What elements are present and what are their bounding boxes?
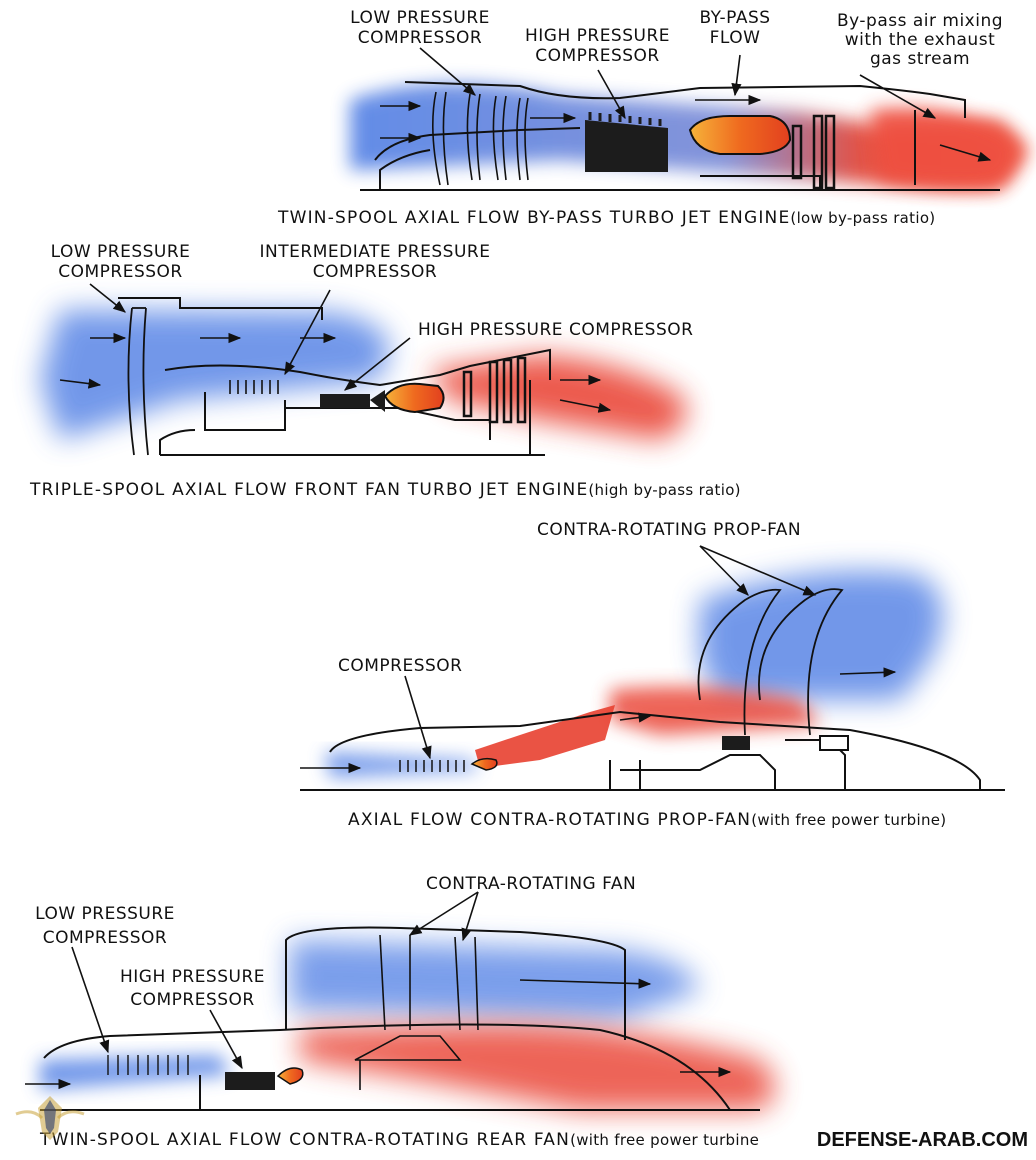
label-line: By-pass air mixing <box>836 11 1004 31</box>
label-line: COMPRESSOR <box>338 656 463 676</box>
label-line: COMPRESSOR <box>357 28 483 48</box>
caption-note: (high by-pass ratio) <box>588 481 741 499</box>
label-e2-ip-compressor: INTERMEDIATE PRESSURE COMPRESSOR <box>250 242 500 282</box>
engine-4-flow-arrows <box>25 978 732 1090</box>
label-line: INTERMEDIATE PRESSURE <box>259 242 491 262</box>
engine-1-twin-spool-bypass <box>350 81 1030 191</box>
caption-text: TWIN-SPOOL AXIAL FLOW BY-PASS TURBO JET … <box>278 208 791 228</box>
engine-1-turbines <box>791 114 836 190</box>
label-e2-lp-compressor: LOW PRESSURE COMPRESSOR <box>38 242 203 282</box>
engine-4-combustion-chamber <box>276 1067 304 1085</box>
label-line: CONTRA-ROTATING FAN <box>426 874 637 894</box>
label-e3-compressor: COMPRESSOR <box>338 656 463 676</box>
label-e2-hp-compressor: HIGH PRESSURE COMPRESSOR <box>418 320 693 340</box>
caption-text: TWIN-SPOOL AXIAL FLOW CONTRA-ROTATING RE… <box>40 1130 571 1150</box>
caption-note: (with free power turbine <box>570 1131 760 1149</box>
label-line: FLOW <box>709 28 761 48</box>
label-line: LOW PRESSURE <box>50 242 191 262</box>
engine-3-hubs <box>722 735 849 751</box>
engine-2-fan-blade <box>127 307 149 456</box>
label-e1-bypass-flow: BY-PASS FLOW <box>690 8 780 48</box>
engine-1-combustion-chamber <box>688 115 792 155</box>
label-line: CONTRA-ROTATING PROP-FAN <box>537 520 802 540</box>
engine-2-turbines <box>462 356 527 424</box>
caption-engine-1: TWIN-SPOOL AXIAL FLOW BY-PASS TURBO JET … <box>278 208 935 228</box>
engine-3-propfan-blades <box>697 588 844 736</box>
engine-1-flow-arrows <box>380 94 992 162</box>
engine-4-casing <box>40 926 760 1111</box>
label-line: LOW PRESSURE <box>35 904 175 924</box>
label-line: COMPRESSOR <box>42 928 168 948</box>
label-e3-propfan: CONTRA-ROTATING PROP-FAN <box>537 520 801 540</box>
label-line: gas stream <box>869 49 971 69</box>
label-line: HIGH PRESSURE <box>119 967 266 987</box>
label-line: HIGH PRESSURE COMPRESSOR <box>418 320 694 340</box>
engine-1-airflow-shading <box>350 83 1030 190</box>
label-line: BY-PASS <box>699 8 771 28</box>
label-line: with the exhaust <box>844 30 996 50</box>
engine-3-casing <box>300 710 1005 791</box>
engine-4-lp-compressor <box>107 1055 189 1075</box>
engine-4-power-turbine <box>354 1035 462 1090</box>
caption-engine-2: TRIPLE-SPOOL AXIAL FLOW FRONT FAN TURBO … <box>30 480 741 500</box>
engine-2-ip-compressor <box>229 380 279 394</box>
engine-4-rear-fan <box>25 926 775 1111</box>
label-e4-lp-compressor: LOW PRESSURE COMPRESSOR <box>20 902 190 950</box>
engine-1-casing <box>360 81 1000 191</box>
engine-2-hp-compressor <box>320 390 385 412</box>
label-line: LOW PRESSURE <box>350 8 490 28</box>
engine-4-hp-compressor <box>225 1072 275 1090</box>
engine-3-flow-arrows <box>300 667 897 774</box>
label-e4-hp-compressor: HIGH PRESSURE COMPRESSOR <box>110 966 275 1012</box>
caption-note: (low by-pass ratio) <box>790 209 936 227</box>
label-e1-bypass-mixing: By-pass air mixing with the exhaust gas … <box>820 12 1020 69</box>
label-line: COMPRESSOR <box>130 990 255 1010</box>
label-line: COMPRESSOR <box>58 262 183 282</box>
label-line: COMPRESSOR <box>535 46 660 66</box>
caption-engine-4: TWIN-SPOOL AXIAL FLOW CONTRA-ROTATING RE… <box>40 1130 759 1150</box>
caption-note: (with free power turbine) <box>751 811 947 829</box>
label-line: COMPRESSOR <box>312 262 438 282</box>
leader-lines <box>71 47 937 1070</box>
engine-1-lp-compressor-blades <box>432 91 529 186</box>
label-e4-fan: CONTRA-ROTATING FAN <box>426 874 636 894</box>
label-e1-hp-compressor: HIGH PRESSURE COMPRESSOR <box>520 26 675 66</box>
engine-4-airflow-shading <box>40 940 775 1110</box>
engine-3-propfan <box>300 570 1005 791</box>
site-logo-emblem <box>15 1096 85 1140</box>
watermark: DEFENSE-ARAB.COM <box>816 1129 1028 1151</box>
engine-2-flow-arrows <box>59 332 612 413</box>
engine-4-fan-blades <box>379 934 479 1031</box>
engine-3-combustion-chamber <box>470 757 498 771</box>
engine-3-compressor <box>399 760 465 772</box>
label-e1-lp-compressor: LOW PRESSURE COMPRESSOR <box>335 8 505 48</box>
engine-2-combustion-chamber <box>383 382 445 414</box>
caption-text: AXIAL FLOW CONTRA-ROTATING PROP-FAN <box>348 810 752 830</box>
caption-engine-3: AXIAL FLOW CONTRA-ROTATING PROP-FAN(with… <box>348 810 946 830</box>
caption-text: TRIPLE-SPOOL AXIAL FLOW FRONT FAN TURBO … <box>30 480 589 500</box>
label-line: HIGH PRESSURE <box>524 26 671 46</box>
